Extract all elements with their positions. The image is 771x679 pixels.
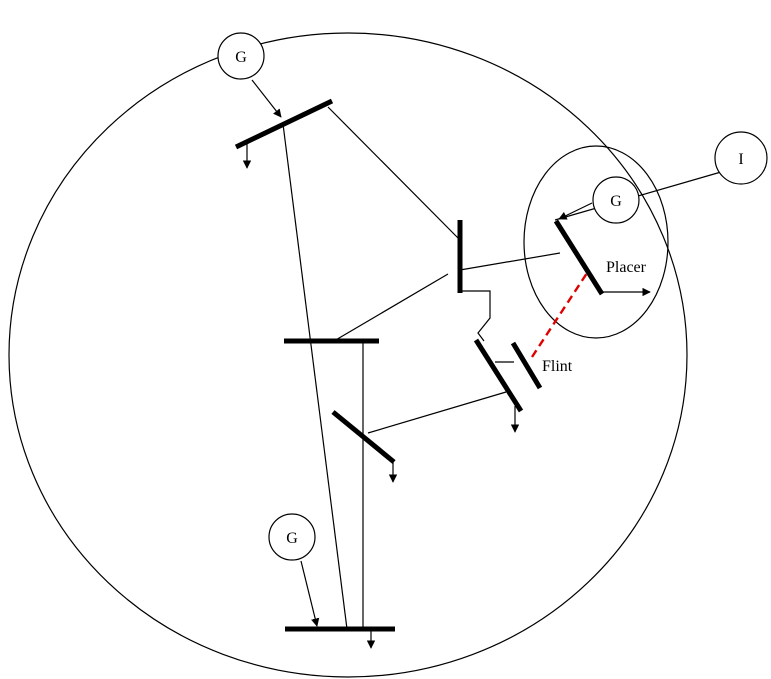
- generator-placer: G: [592, 176, 640, 224]
- placer-region-ellipse: [523, 145, 669, 339]
- line-center-bus-to-placer-bus: [459, 252, 561, 271]
- flint-placer-tie-line: [530, 269, 591, 358]
- line-middle-bus-to-center: [333, 273, 449, 342]
- placer-label: Placer: [606, 259, 647, 276]
- flint-label: Flint: [542, 358, 573, 375]
- interconnection-node: I: [714, 131, 768, 185]
- line-top-bus-to-center-bus: [327, 106, 459, 239]
- generator-placer-circle: [592, 176, 640, 224]
- bus-flint-left: [473, 338, 524, 413]
- system-boundary-circle: [8, 32, 688, 678]
- generator-bottom-circle: [268, 513, 316, 561]
- generator-bottom-label: G: [286, 530, 298, 547]
- generator-placer-label: G: [610, 193, 622, 210]
- generator-top-circle: [217, 32, 265, 80]
- line-diagonal-bus-to-flint: [367, 391, 507, 434]
- generator-bottom: G: [268, 513, 316, 561]
- line-center-bus-to-flint: [460, 290, 491, 342]
- bus-top: [234, 98, 334, 150]
- bus-placer: [553, 219, 605, 296]
- generator-placer-connector: [558, 202, 593, 220]
- bus-diagonal-left: [331, 410, 396, 464]
- line-top-bus-to-bottom-bus: [282, 123, 348, 630]
- bus-flint-right: [510, 341, 543, 390]
- generator-top-connector: [251, 79, 282, 118]
- interconnection-label: I: [738, 151, 743, 168]
- generator-bottom-connector: [300, 560, 320, 627]
- generator-top-label: G: [235, 49, 247, 66]
- generator-top: G: [217, 32, 265, 80]
- interconnection-circle: [714, 131, 768, 185]
